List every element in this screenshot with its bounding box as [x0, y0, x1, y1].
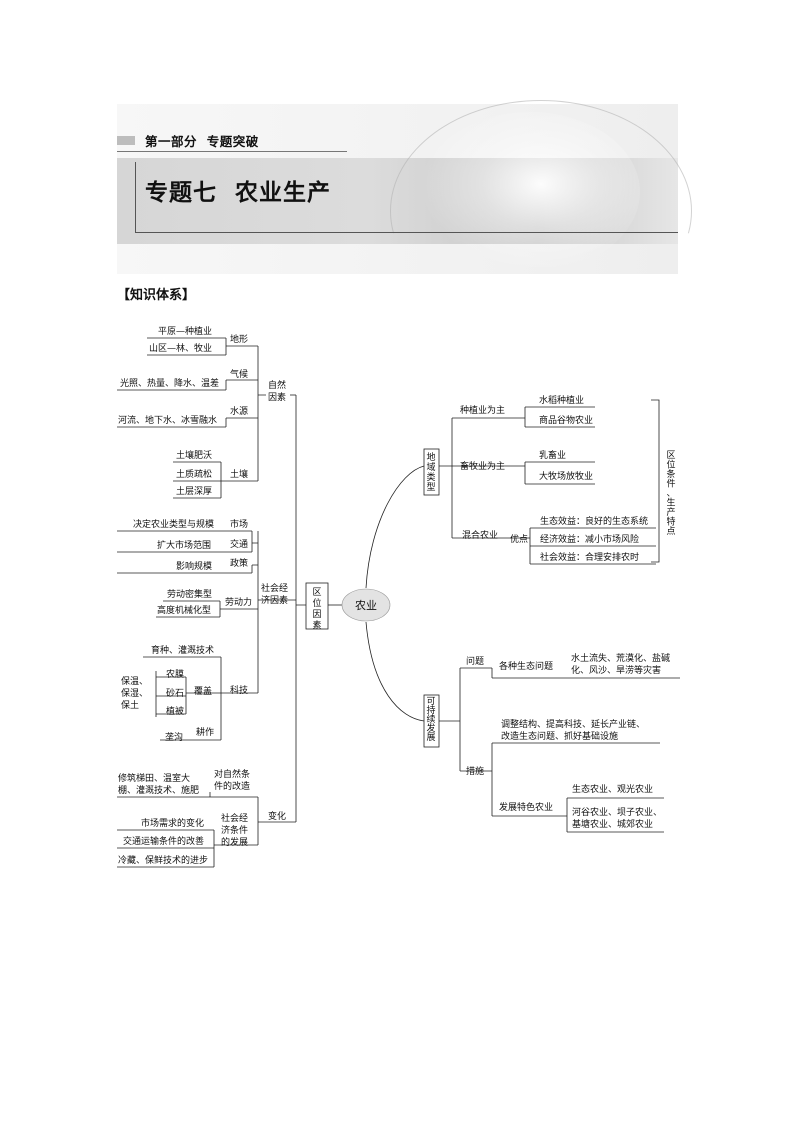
problems-label: 问题: [466, 655, 484, 667]
tech-breeding: 育种、灌溉技术: [151, 644, 214, 656]
change-label: 变化: [268, 810, 286, 822]
labor-label: 劳动力: [225, 596, 252, 608]
tech-label: 科技: [230, 684, 248, 696]
livestock-item: 乳畜业: [539, 449, 566, 461]
cover-item: 砂石: [166, 687, 184, 699]
planting-item: 商品谷物农业: [539, 414, 593, 426]
soil-label: 土壤: [230, 468, 248, 480]
socio-dev-item: 市场需求的变化: [141, 817, 204, 829]
transport-item: 扩大市场范围: [157, 539, 211, 551]
socio-dev-item: 交通运输条件的改善: [123, 835, 204, 847]
policy-label: 政策: [230, 557, 248, 569]
socio-dev-label: 社会经: [221, 812, 248, 824]
soil-item: 土层深厚: [176, 485, 212, 497]
nature-mod-label: 件的改造: [214, 780, 250, 792]
livestock-item: 大牧场放牧业: [539, 470, 593, 482]
cover-item: 农膜: [166, 668, 184, 680]
sustainable-label: 可持续发展: [426, 696, 435, 743]
socio-factors-label: 济因素: [261, 594, 288, 606]
problems-item: 化、风沙、旱涝等灾害: [571, 664, 661, 676]
bracket-note: 区位条件、生产特点: [666, 450, 675, 537]
livestock-label: 畜牧业为主: [460, 460, 505, 472]
soil-item: 土质疏松: [176, 468, 212, 480]
terrain-item: 山区—林、牧业: [149, 342, 212, 354]
cover-item: 植被: [166, 705, 184, 717]
specialty-label: 发展特色农业: [499, 801, 553, 813]
labor-item: 高度机械化型: [157, 604, 211, 616]
nature-mod-item: 棚、灌溉技术、施肥: [118, 784, 199, 796]
cover-effect: 保湿、: [121, 687, 148, 699]
planting-item: 水稻种植业: [539, 394, 584, 406]
mixed-item: 经济效益：减小市场风险: [540, 533, 639, 545]
tillage-item: 垄沟: [165, 731, 183, 743]
market-label: 市场: [230, 518, 248, 530]
mixed-item: 生态效益：良好的生态系统: [540, 515, 648, 527]
problems-item: 水土流失、荒漠化、盐碱: [571, 652, 670, 664]
socio-factors-label: 社会经: [261, 582, 288, 594]
root-label: 农业: [355, 598, 377, 612]
policy-item: 影响规模: [176, 560, 212, 572]
natural-factors-label: 自然: [268, 379, 286, 391]
cover-effect: 保温、: [121, 675, 148, 687]
market-item: 决定农业类型与规模: [133, 518, 214, 530]
socio-dev-label: 的发展: [221, 836, 248, 848]
soil-item: 土壤肥沃: [176, 449, 212, 461]
terrain-item: 平原—种植业: [158, 325, 212, 337]
socio-dev-label: 济条件: [221, 824, 248, 836]
measures-label: 措施: [466, 765, 484, 777]
natural-factors-label: 因素: [268, 391, 286, 403]
specialty-item: 基塘农业、城郊农业: [572, 818, 653, 830]
measures-item: 改造生态问题、抓好基础设施: [501, 730, 618, 742]
specialty-item: 生态农业、观光农业: [572, 783, 653, 795]
planting-label: 种植业为主: [460, 404, 505, 416]
cover-effect: 保土: [121, 699, 139, 711]
problems-sub: 各种生态问题: [499, 660, 553, 672]
water-item: 河流、地下水、冰雪融水: [118, 414, 217, 426]
advantages-label: 优点: [510, 533, 528, 545]
nature-mod-label: 对自然条: [214, 768, 250, 780]
cover-label: 覆盖: [194, 685, 212, 697]
mixed-item: 社会效益：合理安排农时: [540, 551, 639, 563]
climate-item: 光照、热量、降水、温差: [120, 377, 219, 389]
water-label: 水源: [230, 405, 248, 417]
regional-types-label: 地域类型: [426, 451, 435, 493]
nature-mod-item: 修筑梯田、温室大: [118, 772, 190, 784]
socio-dev-item: 冷藏、保鲜技术的进步: [118, 854, 208, 866]
measures-item: 调整结构、提高科技、延长产业链、: [501, 718, 645, 730]
transport-label: 交通: [230, 538, 248, 550]
terrain-label: 地形: [230, 333, 248, 345]
specialty-item: 河谷农业、坝子农业、: [572, 806, 662, 818]
mixed-label: 混合农业: [462, 529, 498, 541]
climate-label: 气候: [230, 368, 248, 380]
tillage-label: 耕作: [196, 726, 214, 738]
labor-item: 劳动密集型: [167, 588, 212, 600]
